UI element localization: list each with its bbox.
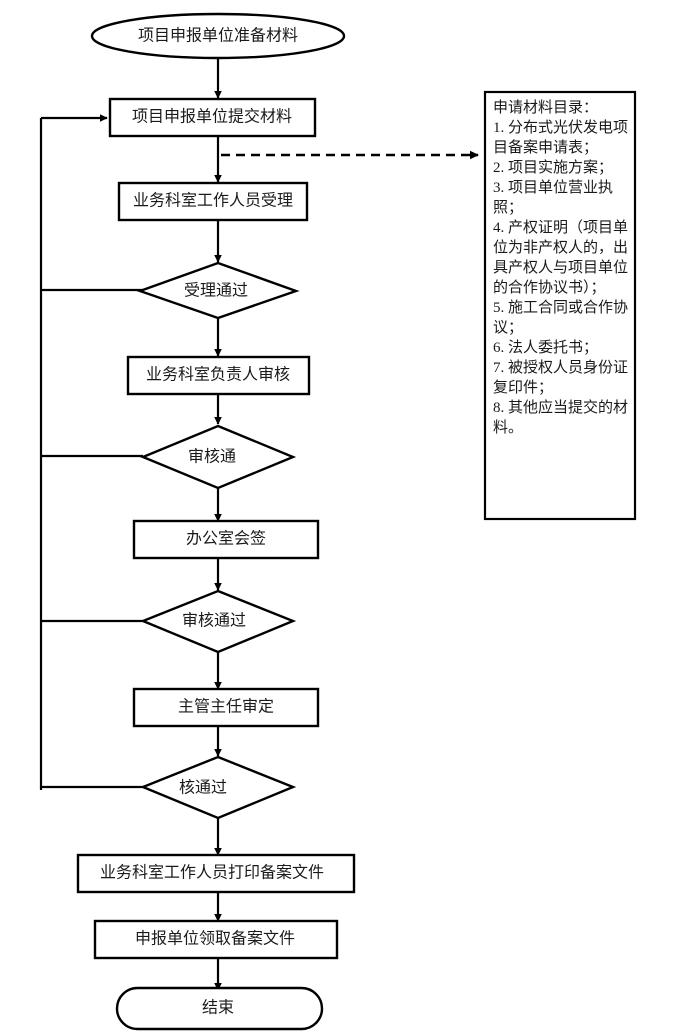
node-collect-file-label: 申报单位领取备案文件 — [135, 930, 295, 948]
node-review-pass-3-label: 核通过 — [179, 779, 227, 797]
node-review-pass-2-label: 审核通过 — [182, 612, 246, 630]
node-accept-pass[interactable]: 受理通过 — [136, 261, 300, 320]
sidebox-material-list-text: 申请材料目录： 1. 分布式光伏发电项目备案申请表； 2. 项目实施方案； 3.… — [493, 100, 629, 436]
node-end-label: 结束 — [202, 999, 234, 1017]
node-submit-label: 项目申报单位提交材料 — [132, 108, 292, 126]
node-collect-file[interactable]: 申报单位领取备案文件 — [93, 919, 339, 960]
node-start-label: 项目申报单位准备材料 — [138, 27, 298, 45]
node-accept-label: 业务科室工作人员受理 — [133, 192, 293, 210]
node-office-sign-label: 办公室会签 — [186, 530, 266, 548]
node-director-approve[interactable]: 主管主任审定 — [132, 687, 320, 728]
node-dept-review[interactable]: 业务科室负责人审核 — [126, 355, 311, 396]
node-start[interactable]: 项目申报单位准备材料 — [90, 12, 346, 60]
node-review-pass-2[interactable]: 审核通过 — [139, 589, 297, 654]
node-submit[interactable]: 项目申报单位提交材料 — [108, 97, 317, 138]
node-review-pass-3[interactable]: 核通过 — [139, 755, 297, 820]
node-end[interactable]: 结束 — [115, 986, 324, 1031]
edge-reject-loop-rail — [39, 114, 143, 790]
node-print-file-label: 业务科室工作人员打印备案文件 — [100, 864, 324, 882]
node-dept-review-label: 业务科室负责人审核 — [146, 366, 290, 384]
sidebox-material-list — [483, 90, 637, 521]
node-review-pass-1[interactable]: 审核通 — [139, 424, 297, 490]
node-director-approve-label: 主管主任审定 — [178, 698, 274, 716]
node-review-pass-1-label: 审核通 — [188, 448, 236, 466]
node-print-file[interactable]: 业务科室工作人员打印备案文件 — [76, 853, 356, 894]
node-accept[interactable]: 业务科室工作人员受理 — [117, 181, 309, 222]
node-accept-pass-label: 受理通过 — [184, 282, 248, 300]
node-office-sign[interactable]: 办公室会签 — [132, 519, 320, 560]
